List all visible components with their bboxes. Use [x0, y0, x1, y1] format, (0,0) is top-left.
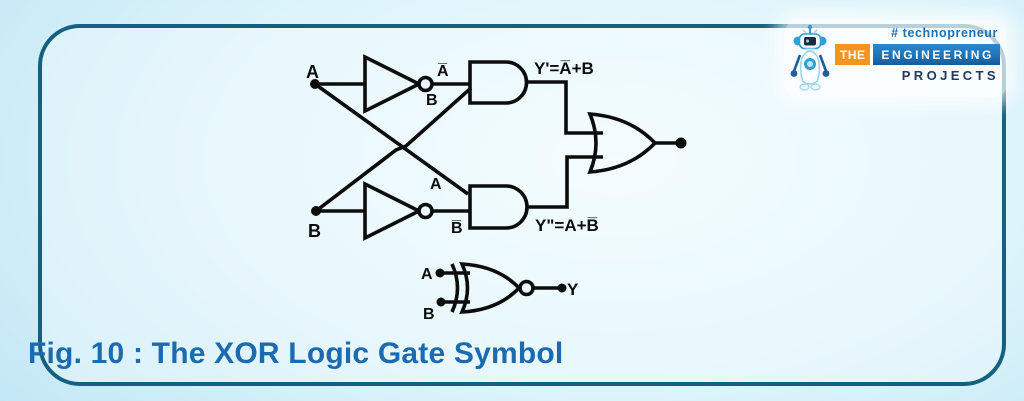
- brand-logo: # technopreneur THE ENGINEERING PROJECTS: [784, 20, 1007, 97]
- robot-logo-icon: [790, 24, 830, 91]
- label-input-a: A: [306, 62, 319, 82]
- label-xor-output-y: Y: [567, 280, 579, 299]
- node-xor-b: [436, 297, 446, 307]
- node-input-a: [310, 79, 320, 89]
- brand-the-badge: THE: [834, 44, 871, 65]
- or-gate: [587, 111, 658, 175]
- wire-and1-to-or: [527, 80, 603, 135]
- label-xor-input-a: A: [421, 266, 433, 283]
- not-gate-a: [363, 54, 424, 114]
- wire-and2-to-or: [527, 155, 603, 209]
- wire-a-diagonal: [313, 82, 470, 196]
- not-gate-b: [363, 181, 424, 241]
- label-and1-expression: Y'=A̅+B: [534, 59, 594, 78]
- label-input-b: B: [308, 221, 321, 241]
- brand-engineering-badge: ENGINEERING: [873, 44, 1000, 65]
- label-and2-expression: Y"=A+B̅: [535, 216, 599, 235]
- xor-gate-bubble: [518, 279, 535, 297]
- brand-projects-label: PROJECTS: [901, 68, 999, 83]
- brand-logo-text: # technopreneur THE ENGINEERING PROJECTS: [834, 24, 1000, 83]
- and-gate-1: [468, 60, 529, 105]
- not-gate-a-bubble: [417, 75, 434, 93]
- node-xor-output: [557, 283, 567, 293]
- node-input-b: [311, 206, 321, 216]
- wire-b-diagonal-crossover: [314, 86, 473, 213]
- label-not-a-output: A̅: [437, 62, 449, 80]
- xor-gate-back-curve: [450, 263, 460, 313]
- and-gate-2: [468, 184, 529, 230]
- label-xor-input-b: B: [423, 306, 435, 323]
- brand-name-row: THE ENGINEERING: [834, 44, 1000, 65]
- label-crossed-b: B: [426, 92, 438, 109]
- label-crossed-a: A: [430, 176, 442, 193]
- not-gate-b-bubble: [417, 202, 434, 220]
- brand-tagline: # technopreneur: [891, 26, 998, 40]
- figure-caption: Fig. 10 : The XOR Logic Gate Symbol: [28, 337, 564, 370]
- node-or-output: [675, 137, 687, 149]
- label-not-b-output: B̅: [451, 219, 463, 237]
- xor-gate-body: [459, 262, 522, 314]
- node-xor-a: [435, 268, 445, 278]
